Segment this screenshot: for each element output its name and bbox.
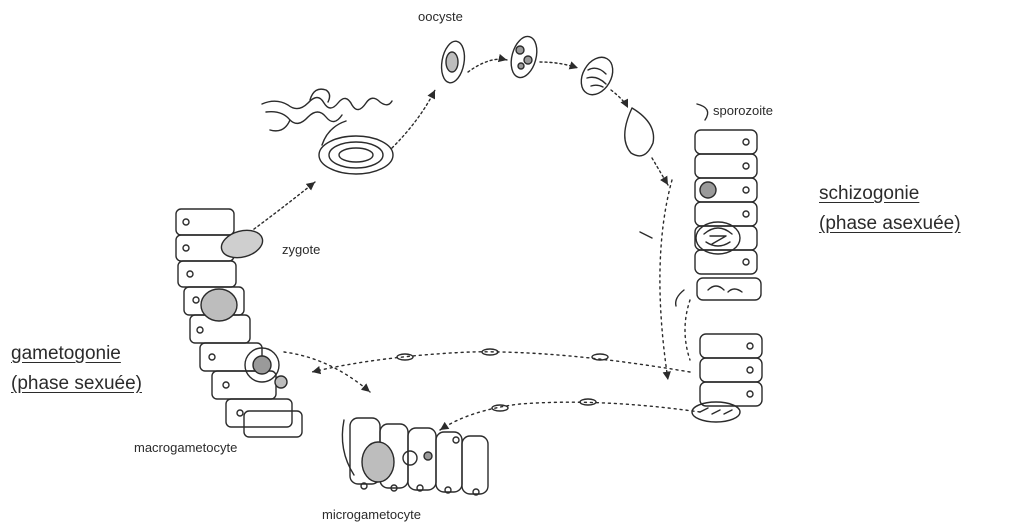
- gametogony-title: gametogonie: [11, 343, 121, 365]
- oocyst-stage-3: [575, 52, 619, 101]
- schizogony-subtitle: (phase asexuée): [819, 213, 961, 235]
- macrogametocyte-cell: [245, 348, 287, 388]
- schizogony-epithelium-bottom: [692, 334, 762, 422]
- schizogony-title: schizogonie: [819, 183, 919, 205]
- schizogony-epithelium-top: [695, 104, 757, 274]
- zygote-label: zygote: [282, 243, 320, 258]
- oocyst-stage-2: [507, 34, 541, 81]
- oocyst-label: oocyste: [418, 10, 463, 25]
- macrogametocyte-label: macrogametocyte: [134, 441, 237, 456]
- microgametocyte-epithelium: [342, 418, 488, 495]
- macrogamete: [201, 289, 237, 321]
- sporozoite-label: sporozoite: [713, 104, 773, 119]
- merozoite-release: [676, 278, 761, 306]
- microgametocyte-label: microgametocyte: [322, 508, 421, 523]
- ookinete-figure: [262, 89, 393, 174]
- gametogony-subtitle: (phase sexuée): [11, 373, 142, 395]
- zygote-cell: [218, 226, 265, 262]
- oocyst-stage-1: [439, 39, 468, 84]
- oocyst-wall: [625, 108, 654, 156]
